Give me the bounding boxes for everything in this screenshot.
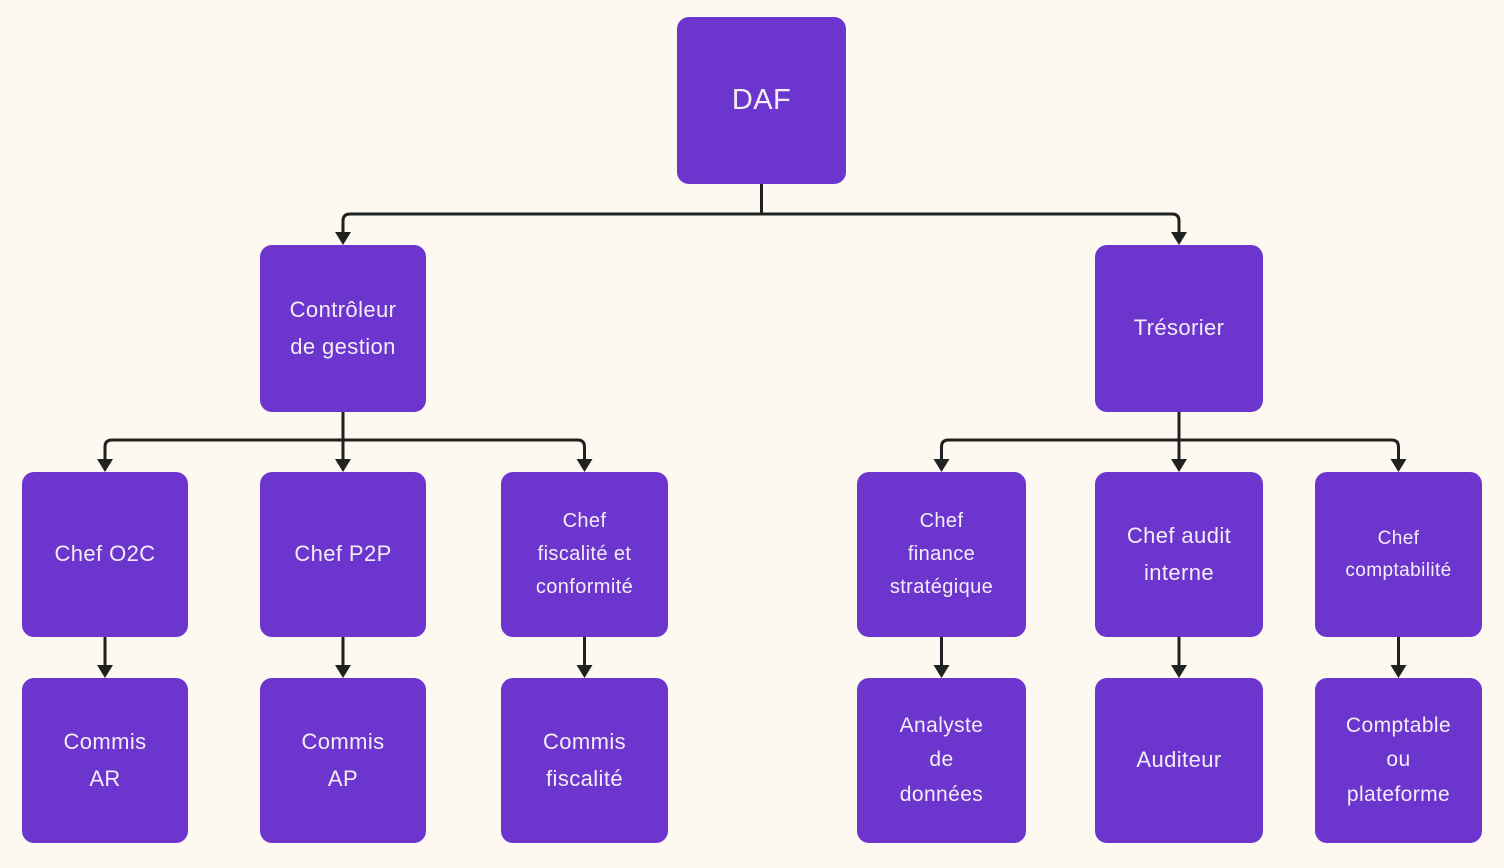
org-node-label: ou (1386, 748, 1411, 772)
org-node-label: AP (327, 765, 359, 791)
org-node-label: Chef audit (1126, 523, 1232, 549)
org-node-label: Trésorier (1133, 315, 1225, 341)
org-node-label: fiscalité et (537, 543, 632, 565)
org-node-tresorier: Trésorier (1095, 245, 1263, 412)
org-node-label: Chef (919, 510, 964, 532)
org-node-label: Contrôleur (289, 297, 397, 323)
arrowhead-icon (1390, 665, 1407, 678)
org-node-commis-fiscalite: Commis fiscalité (501, 678, 668, 843)
arrowhead-icon (1171, 665, 1187, 678)
org-node-label: Auditeur (1136, 747, 1222, 773)
arrowhead-icon (576, 459, 593, 472)
org-node-label: conformité (535, 576, 634, 598)
org-node-label: données (899, 782, 984, 806)
org-node-label: Comptable (1345, 713, 1452, 737)
arrowhead-icon (335, 232, 351, 245)
connector-tresorier-to-chef-finance (940, 412, 1181, 463)
arrowhead-icon (1171, 232, 1187, 245)
org-node-label: Chef (562, 510, 607, 532)
org-node-label: Analyste (899, 713, 984, 737)
arrowhead-icon (933, 459, 950, 472)
org-node-chef-audit: Chef audit interne (1095, 472, 1263, 637)
arrowhead-icon (97, 459, 113, 472)
org-node-label: interne (1143, 559, 1215, 585)
connector-controleur-gestion-to-chef-fiscalite (341, 412, 586, 463)
arrowhead-icon (933, 665, 950, 678)
arrowhead-icon (335, 665, 351, 678)
arrowhead-icon (1171, 459, 1187, 472)
connector-daf-to-controleur-gestion (341, 184, 763, 236)
org-node-label: Chef O2C (54, 541, 156, 567)
org-node-chef-o2c: Chef O2C (22, 472, 188, 637)
org-node-analyste-donnees: Analyste de données (857, 678, 1026, 843)
org-node-label: fiscalité (546, 765, 623, 791)
org-node-label: stratégique (889, 576, 994, 598)
org-node-label: plateforme (1346, 782, 1451, 806)
arrowhead-icon (335, 459, 351, 472)
org-node-chef-fiscalite: Chef fiscalité et conformité (501, 472, 668, 637)
org-node-label: Chef P2P (294, 541, 392, 567)
org-node-label: finance (907, 543, 976, 565)
arrowhead-icon (576, 665, 593, 678)
org-node-label: AR (89, 765, 121, 791)
org-node-label: DAF (731, 83, 792, 116)
org-node-label: Commis (301, 729, 385, 755)
org-node-daf: DAF (677, 17, 846, 184)
org-node-comptable-plateforme: Comptable ou plateforme (1315, 678, 1482, 843)
arrowhead-icon (97, 665, 113, 678)
org-node-chef-comptabilite: Chef comptabilité (1315, 472, 1482, 637)
org-node-controleur-gestion: Contrôleur de gestion (260, 245, 426, 412)
org-node-label: de gestion (290, 333, 396, 359)
connector-controleur-gestion-to-chef-o2c (103, 412, 345, 463)
org-node-label: Commis (63, 729, 147, 755)
connector-daf-to-tresorier (760, 184, 1181, 236)
connector-tresorier-to-chef-comptabilite (1177, 412, 1400, 463)
arrowhead-icon (1390, 459, 1407, 472)
org-node-chef-p2p: Chef P2P (260, 472, 426, 637)
org-node-auditeur: Auditeur (1095, 678, 1263, 843)
org-node-label: comptabilité (1345, 559, 1452, 581)
org-node-label: de (929, 748, 954, 772)
org-node-label: Chef (1377, 528, 1420, 550)
org-node-chef-finance: Chef finance stratégique (857, 472, 1026, 637)
org-node-label: Commis (542, 729, 627, 755)
